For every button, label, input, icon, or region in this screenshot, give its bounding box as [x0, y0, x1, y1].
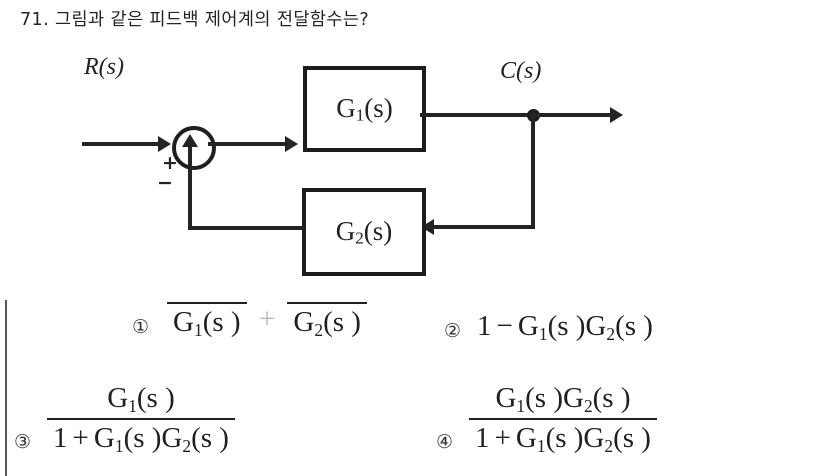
- feedback-block-diagram: R(s) + − G1(s) C(s) G2(s): [0, 40, 826, 290]
- option-1-denominator-1: G1(s ): [167, 302, 247, 341]
- option-2-g1-sub: 1: [538, 324, 548, 345]
- option-4-numerator: G1(s )G2(s ): [489, 382, 636, 418]
- output-signal-label: C(s): [500, 58, 542, 84]
- wire-g1-to-branch: [420, 113, 540, 117]
- option-2-marker: ②: [444, 319, 462, 342]
- question-stem: 71. 그림과 같은 피드백 제어계의 전달함수는?: [20, 10, 370, 30]
- sum-minus-sign: −: [157, 172, 173, 194]
- option-2-operator: −: [496, 310, 513, 342]
- option-4-fraction: G1(s )G2(s ) 1+G1(s )G2(s ): [469, 382, 657, 456]
- option-3-den-g2-sub: 2: [182, 435, 192, 456]
- option-1-operator: +: [258, 303, 276, 335]
- feedback-path-block-g2: G2(s): [302, 188, 426, 276]
- wire-feedback-up: [188, 140, 192, 228]
- feedback-block-g: G: [335, 215, 356, 246]
- option-3[interactable]: ③ G1(s ) 1+G1(s )G2(s ): [14, 382, 235, 456]
- option-1-fraction-2: G2(s ): [287, 302, 367, 341]
- option-2-g2-sub: 2: [606, 324, 616, 345]
- option-1-fraction-1: G1(s ): [167, 302, 247, 341]
- forward-block-subscript: 1: [355, 105, 365, 125]
- arrowhead-output: [610, 107, 623, 123]
- option-2-g2-suffix: (s ): [615, 310, 653, 342]
- option-2-g2: G: [585, 310, 607, 342]
- feedback-block-subscript: 2: [355, 228, 364, 248]
- option-1-g1: G: [173, 306, 194, 338]
- option-3-denominator: 1+G1(s )G2(s ): [47, 417, 235, 457]
- option-4-num-g1: G: [495, 382, 517, 414]
- wire-g2-to-left: [188, 226, 304, 230]
- forward-path-block-g1: G1(s): [303, 66, 426, 152]
- wire-branch-down: [531, 113, 535, 229]
- arrowhead-sum-to-g1: [285, 136, 298, 152]
- option-4-num-g2: G: [562, 382, 584, 414]
- option-4-den-operator: +: [494, 421, 511, 454]
- option-1-expression: G1(s ) + G2(s ): [167, 302, 367, 341]
- option-4-den-g2-sub: 2: [604, 435, 614, 456]
- option-3-marker: ③: [14, 431, 32, 454]
- option-1-g2-suffix: (s ): [323, 306, 361, 338]
- arrowhead-feedback-into-sum: [182, 134, 198, 147]
- wire-branch-to-g2: [430, 225, 535, 229]
- forward-block-suffix: (s): [364, 92, 393, 123]
- option-3-num-g1-suffix: (s ): [136, 382, 175, 414]
- forward-block-label: G1(s): [336, 93, 393, 126]
- option-2[interactable]: ② 1−G1(s )G2(s ): [444, 310, 653, 345]
- option-3-num-g1-sub: 1: [128, 396, 137, 417]
- option-4-denominator: 1+G1(s )G2(s ): [469, 417, 657, 457]
- option-3-numerator: G1(s ): [101, 382, 181, 418]
- option-3-expression: G1(s ) 1+G1(s )G2(s ): [47, 382, 235, 456]
- feedback-block-suffix: (s): [363, 215, 393, 246]
- options-left-rule: [5, 300, 7, 476]
- option-3-den-g1-suffix: (s ): [123, 421, 162, 454]
- option-4-expression: G1(s )G2(s ) 1+G1(s )G2(s ): [469, 382, 657, 456]
- option-3-fraction: G1(s ) 1+G1(s )G2(s ): [47, 382, 235, 456]
- option-4-den-g2-suffix: (s ): [613, 421, 651, 454]
- input-signal-label: R(s): [84, 54, 124, 80]
- option-1[interactable]: ① G1(s ) + G2(s ): [132, 302, 367, 341]
- wire-branch-to-output: [535, 113, 613, 117]
- option-4-num-g1-suffix: (s ): [525, 382, 563, 414]
- arrowhead-input-to-sum: [158, 136, 171, 152]
- summing-junction: [172, 126, 216, 170]
- option-2-expression: 1−G1(s )G2(s ): [477, 310, 653, 345]
- option-1-denominator-2: G2(s ): [287, 302, 367, 341]
- option-3-den-g1: G: [93, 421, 115, 454]
- answer-options: ① G1(s ) + G2(s ) ② 1−G1(s )G2(s ) ③ G1(…: [0, 296, 826, 476]
- option-3-den-operator: +: [72, 421, 89, 454]
- option-4-marker: ④: [436, 431, 454, 454]
- feedback-block-label: G2(s): [336, 216, 393, 249]
- option-1-g2: G: [293, 306, 315, 338]
- wire-input-to-sum: [82, 142, 164, 146]
- option-4-den-one: 1: [475, 421, 490, 454]
- option-4-den-g1: G: [515, 421, 537, 454]
- option-4-num-g1-sub: 1: [516, 396, 526, 417]
- wire-sum-to-g1: [208, 142, 288, 146]
- option-4-den-g2: G: [583, 421, 605, 454]
- option-4-num-g2-sub: 2: [583, 396, 593, 417]
- option-3-den-g2: G: [161, 421, 183, 454]
- option-2-one: 1: [477, 310, 492, 342]
- sum-plus-sign: +: [162, 152, 178, 174]
- option-3-num-g1: G: [107, 382, 129, 414]
- option-3-den-g1-sub: 1: [114, 435, 124, 456]
- option-1-marker: ①: [132, 315, 150, 338]
- option-3-den-g2-suffix: (s ): [191, 421, 229, 454]
- option-1-g2-sub: 2: [314, 320, 324, 341]
- option-4-den-g1-suffix: (s ): [545, 421, 584, 454]
- option-1-g1-suffix: (s ): [202, 306, 241, 338]
- option-1-g1-sub: 1: [194, 320, 203, 341]
- option-2-g1-suffix: (s ): [547, 310, 586, 342]
- option-3-den-one: 1: [53, 421, 68, 454]
- option-4-num-g2-suffix: (s ): [592, 382, 631, 414]
- option-2-g1: G: [517, 310, 539, 342]
- option-4[interactable]: ④ G1(s )G2(s ) 1+G1(s )G2(s ): [436, 382, 657, 456]
- option-4-den-g1-sub: 1: [536, 435, 546, 456]
- forward-block-g: G: [336, 92, 356, 123]
